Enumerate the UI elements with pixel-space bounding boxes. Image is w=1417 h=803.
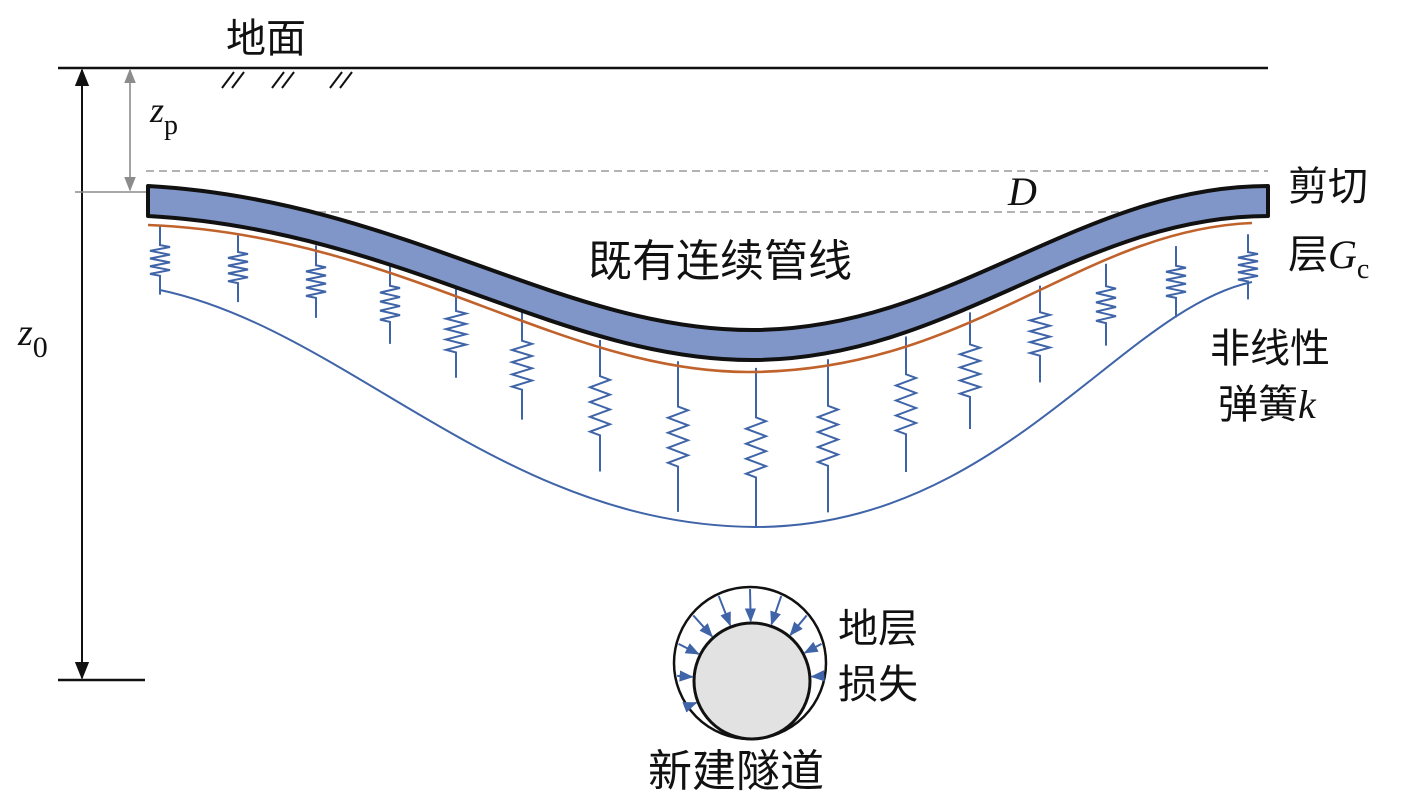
spring-group [149,226,1259,527]
shear-layer-label-line1: 剪切 [1288,164,1368,210]
ground-loss-arrow [803,641,822,654]
spring [893,336,919,472]
spring [379,263,401,344]
ground-loss-arrows [677,588,825,713]
tunnel-label: 新建隧道 [648,746,824,797]
existing-pipeline [146,184,1270,362]
ground-loss-arrow [770,595,783,626]
spring [1026,285,1054,383]
shear-layer-label-line2: 层Gc [1288,232,1369,285]
spring [1165,246,1187,318]
spring [149,226,171,295]
ground-loss-arrow [677,670,694,682]
spring [508,310,536,420]
ground-hatch [221,71,353,89]
spring [665,361,691,512]
ground-loss-arrow [692,614,713,638]
spring [305,245,327,318]
ground-loss-arrow [744,588,757,623]
spring [815,359,841,513]
spring [743,367,769,527]
spring [956,312,984,429]
spring [442,285,470,378]
ground-loss-arrow [789,614,808,636]
zp-symbol: zp [149,90,178,141]
ground-loss-arrow [810,670,825,682]
spring [1237,234,1259,300]
shear-layer-line [147,221,1253,374]
spring [1095,263,1117,346]
ground-loss-arrow [678,642,700,655]
new-tunnel [692,621,812,741]
spring [587,340,613,472]
spring-foundation-curve [159,281,1253,529]
ground-label: 地面 [226,16,306,62]
spring-label-line2: 弹簧k [1218,382,1317,428]
diameter-symbol: D [1007,169,1037,214]
pipeline-label: 既有连续管线 [588,236,852,287]
ground-loss-arrow [717,595,732,627]
ground-loss-label-line1: 地层 [838,606,918,652]
ground-loss-arrow [682,701,698,713]
spring [227,232,249,303]
ground-loss-label-line2: 损失 [838,662,918,708]
spring-label-line1: 非线性 [1210,326,1330,372]
z0-symbol: z0 [17,312,48,364]
